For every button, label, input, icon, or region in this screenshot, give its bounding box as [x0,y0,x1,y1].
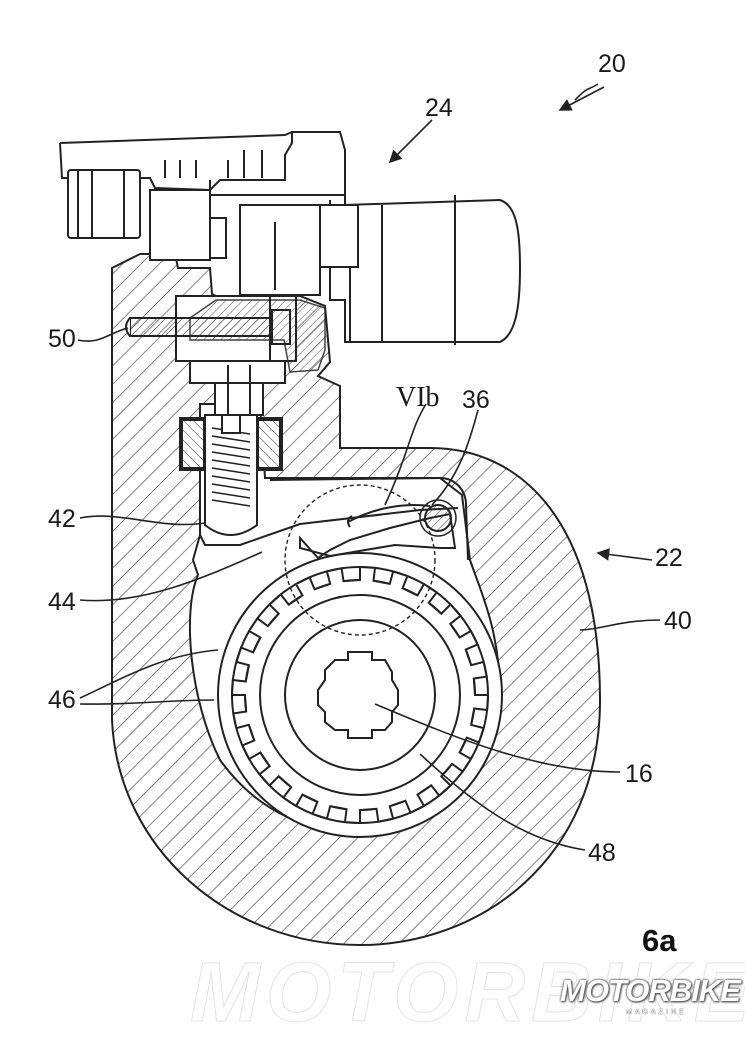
label-46: 46 [48,686,76,714]
label-44: 44 [48,588,76,616]
label-16: 16 [625,760,653,788]
figure-number: 6a [642,923,677,958]
pawl-channel-edge [269,476,469,561]
spring-plunger-42 [179,414,283,536]
watermark-sub: MAGAZINE [626,1009,687,1016]
watermark-background: MOTORBIKE [190,945,745,1039]
watermark-brand: MOTORBIKE [560,973,741,1008]
label-VIb: VIb [396,382,440,413]
detail-circle-VIb [284,484,436,636]
leader-lines [77,83,661,851]
label-50: 50 [48,325,76,353]
label-48: 48 [588,839,616,867]
section-cut [189,299,326,373]
pawl-44 [299,499,457,560]
label-40: 40 [664,607,692,635]
label-24: 24 [425,94,453,122]
cavity-edge [199,507,459,546]
label-42: 42 [48,505,76,533]
label-20: 20 [598,50,626,78]
splined-shaft-16 [317,651,399,739]
label-36: 36 [462,386,490,414]
label-22: 22 [655,544,683,572]
